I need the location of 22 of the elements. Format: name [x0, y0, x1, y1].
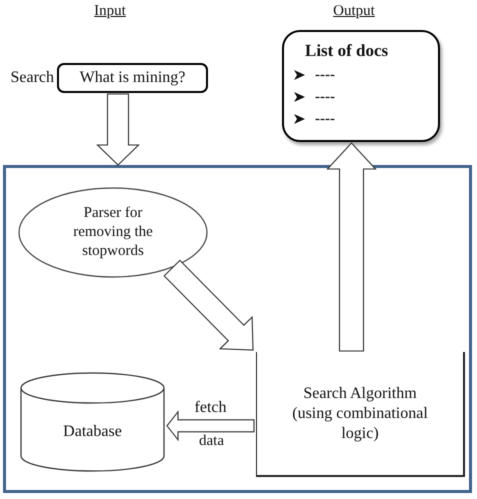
- block-arrow: [166, 410, 255, 442]
- column-heading: Output: [333, 2, 375, 20]
- list-item: ----: [315, 89, 335, 105]
- query-text: What is mining?: [80, 68, 186, 88]
- list-item: ----: [315, 111, 335, 127]
- query-box: [57, 63, 208, 93]
- database-cylinder: [20, 372, 165, 472]
- field-label: Search: [10, 68, 54, 88]
- system-frame: [3, 165, 472, 493]
- node-text: Parser for removing the stopwords: [73, 205, 153, 259]
- list-heading: List of docs: [305, 41, 390, 61]
- block-arrow: [163, 260, 254, 351]
- node-text: Search Algorithm (using combinational logic): [292, 384, 428, 442]
- output-box: [282, 30, 440, 142]
- list-item: ----: [315, 67, 335, 83]
- node-text: Database: [63, 423, 122, 440]
- column-heading: Input: [94, 2, 126, 20]
- parser-ellipse: [18, 187, 208, 278]
- arrow-caption: data: [199, 432, 224, 450]
- algorithm-box: [256, 352, 465, 477]
- block-arrow: [96, 93, 140, 166]
- block-arrow: [326, 142, 377, 352]
